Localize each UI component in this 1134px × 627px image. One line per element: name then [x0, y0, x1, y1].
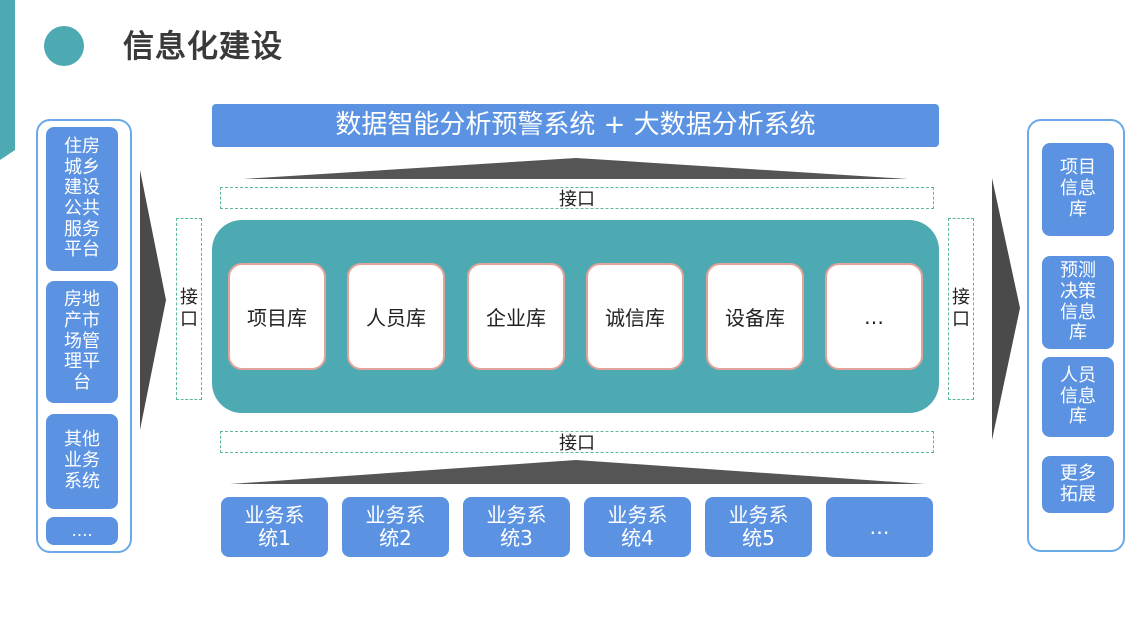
- interface-right: 接口: [948, 218, 974, 400]
- business-system-2: 业务系统2: [342, 497, 449, 557]
- database-container: [212, 220, 939, 413]
- db-more: …: [825, 263, 923, 370]
- bottom-pyramid: [230, 460, 925, 484]
- source-housing-platform: 住房城乡建设公共服务平台: [46, 127, 118, 271]
- corner-accent: [0, 0, 15, 160]
- page-title: 信息化建设: [123, 29, 283, 65]
- db-enterprise: 企业库: [467, 263, 565, 370]
- output-forecast-decision: 预测决策信息库: [1042, 256, 1114, 349]
- db-credit: 诚信库: [586, 263, 684, 370]
- interface-left: 接口: [176, 218, 202, 400]
- source-other-systems: 其他业务系统: [46, 414, 118, 509]
- business-system-4: 业务系统4: [584, 497, 691, 557]
- output-personnel-info: 人员信息库: [1042, 357, 1114, 437]
- output-project-info: 项目信息库: [1042, 143, 1114, 236]
- db-project: 项目库: [228, 263, 326, 370]
- business-system-3: 业务系统3: [463, 497, 570, 557]
- right-arrow: [992, 178, 1020, 440]
- left-arrow: [140, 170, 166, 430]
- source-more: ….: [46, 517, 118, 545]
- title-bullet: [44, 26, 84, 66]
- db-personnel: 人员库: [347, 263, 445, 370]
- business-system-1: 业务系统1: [221, 497, 328, 557]
- interface-bottom: 接口: [220, 431, 934, 454]
- business-system-5: 业务系统5: [705, 497, 812, 557]
- interface-top: 接口: [220, 187, 934, 210]
- source-real-estate-platform: 房地产市场管理平台: [46, 281, 118, 403]
- business-system-more: …: [826, 497, 933, 557]
- db-equipment: 设备库: [706, 263, 804, 370]
- top-analysis-system: 数据智能分析预警系统 + 大数据分析系统: [212, 104, 939, 147]
- output-more-expansion: 更多拓展: [1042, 456, 1114, 513]
- top-pyramid: [243, 158, 908, 179]
